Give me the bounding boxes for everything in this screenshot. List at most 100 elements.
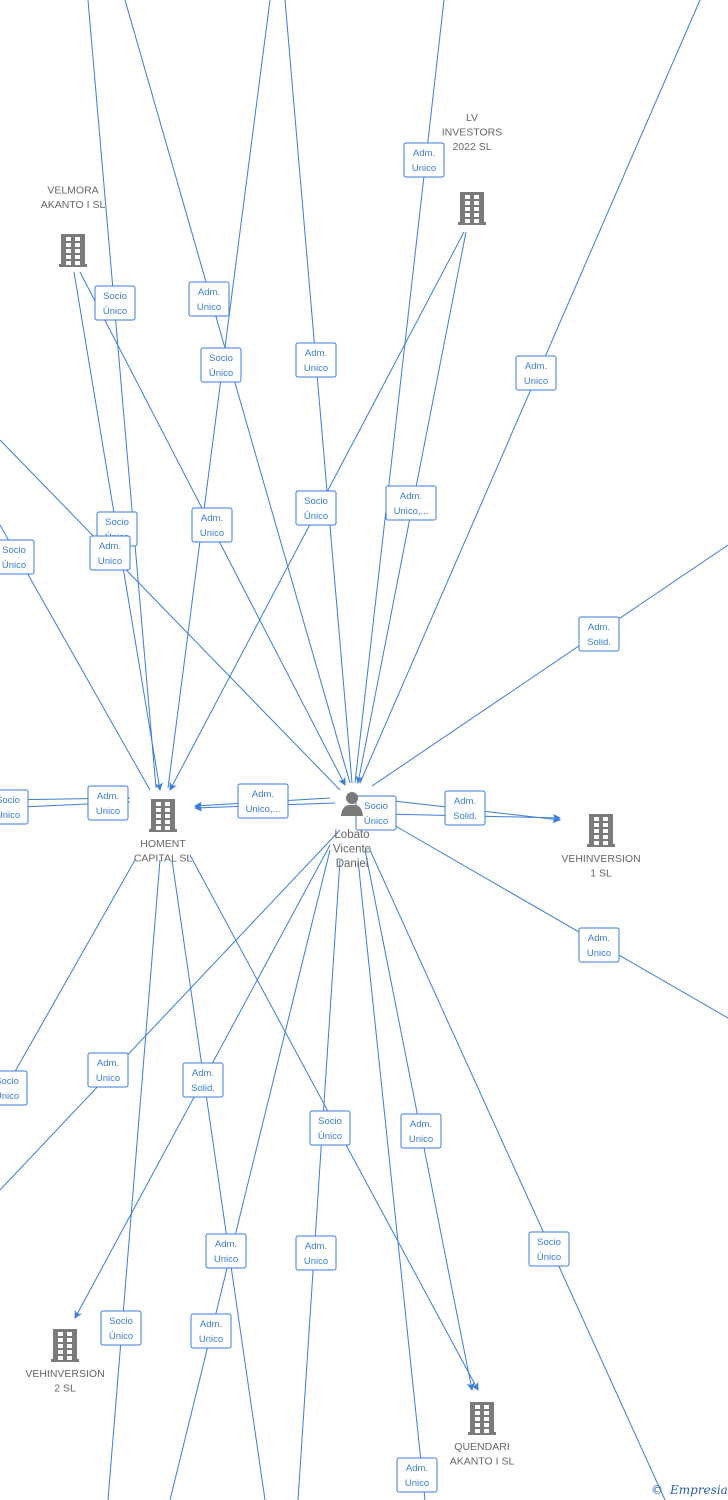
edge-label-text: Adm. — [201, 513, 223, 524]
edge-line — [171, 859, 266, 1500]
node-label: Lobato — [334, 829, 369, 841]
node-label: VEHINVERSION — [561, 853, 640, 865]
node-label: 1 SL — [590, 868, 612, 880]
edge-label-text: Socio — [304, 496, 328, 507]
edge-label-text: Socio — [318, 1116, 342, 1127]
edge-label-text: Adm. — [400, 491, 422, 502]
edge-label[interactable]: Adm.Unico,... — [237, 783, 289, 819]
edge-label-text: Socio — [105, 517, 129, 528]
edge-label[interactable]: Adm.Unico — [515, 355, 557, 391]
edge-label[interactable]: Adm.Unico — [87, 1052, 129, 1088]
edge-label-text: Adm. — [200, 1319, 222, 1330]
edge-labels-layer: Adm.UnicoSocioÚnicoAdm.UnicoSocioÚnicoAd… — [0, 142, 620, 1493]
edge-label-text: Unico,... — [246, 804, 281, 815]
edge-label-text: Único — [0, 1091, 19, 1102]
edge-line — [0, 859, 136, 1099]
edge-label[interactable]: Adm. Solid. — [444, 790, 486, 826]
edge-label[interactable]: Adm.Solid. — [578, 616, 620, 652]
edge-label-text: Único — [304, 511, 328, 522]
edge-label[interactable]: Adm.Unico — [400, 1113, 442, 1149]
edge-label-text: Socio — [537, 1237, 561, 1248]
edge-line — [371, 544, 728, 787]
edge-label-text: Adm. — [305, 348, 327, 359]
edge-line — [284, 0, 353, 784]
edge-label-text: Adm. — [588, 933, 610, 944]
edge-line — [0, 829, 341, 1191]
company-node-velmora[interactable]: VELMORA AKANTO I SL — [41, 185, 106, 268]
edge-label-text: Adm. — [198, 287, 220, 298]
edge-label-text: Adm. — [413, 148, 435, 159]
edge-label-text: Solid. — [453, 811, 477, 822]
node-label: HOMENT — [140, 838, 186, 850]
edge-label[interactable]: Adm.Solid. — [182, 1062, 224, 1098]
edge-label[interactable]: Adm.Unico — [396, 1457, 438, 1493]
edge-label-text: Único — [103, 306, 127, 317]
edge-label-text: Unico — [214, 1254, 238, 1265]
node-label: AKANTO I SL — [41, 199, 106, 211]
edge-label[interactable]: Adm.Unico — [87, 785, 129, 821]
edge-line — [0, 439, 341, 791]
edge-label-text: Unico — [405, 1478, 429, 1489]
edge-label-text: Solid. — [587, 637, 611, 648]
edge-label[interactable]: Adm. Unico — [191, 507, 233, 543]
edge-label[interactable]: Adm. Unico — [190, 1313, 232, 1349]
building-icon — [149, 799, 177, 832]
edge-label[interactable]: Adm. Unico — [188, 281, 230, 317]
edge-label-text: Único — [537, 1252, 561, 1263]
edge-line — [384, 819, 728, 1019]
edge-label-text: Unico — [197, 302, 221, 313]
edge-label-text: Único — [2, 560, 26, 571]
building-icon — [587, 814, 615, 847]
brand-name: Empresia — [669, 1483, 728, 1497]
edge-label[interactable]: Adm.Unico — [89, 535, 131, 571]
node-label: VELMORA — [47, 185, 98, 197]
company-node-vehinv1[interactable]: VEHINVERSION 1 SL — [561, 814, 641, 880]
edge-label-text: Adm. — [192, 1068, 214, 1079]
building-icon — [458, 192, 486, 225]
node-label: AKANTO I SL — [450, 1456, 515, 1468]
edge-label[interactable]: Adm. Unico — [403, 142, 445, 178]
edge-label[interactable]: Adm. Unico — [295, 342, 337, 378]
edge-line — [169, 849, 331, 1500]
edge-label-text: Socio — [364, 801, 388, 812]
edge-label[interactable]: Adm. Unico,... — [385, 485, 437, 521]
edge-label-text: Unico — [304, 363, 328, 374]
edge-label-text: Adm. — [305, 1241, 327, 1252]
edge-label-text: Adm. — [454, 796, 476, 807]
edge-label[interactable]: Adm.Unico — [295, 1235, 337, 1271]
edge-label-text: Unico — [412, 163, 436, 174]
edge-label-text: Socio — [2, 545, 26, 556]
edge-label-text: Único — [109, 1331, 133, 1342]
edge-label-text: Unico — [199, 1334, 223, 1345]
empresia-logo: ©Empresia — [651, 1483, 728, 1497]
edge-label[interactable]: Adm.Unico — [578, 927, 620, 963]
edge-label-text: Unico — [200, 528, 224, 539]
company-node-quendari[interactable]: QUENDARI AKANTO I SL — [450, 1402, 515, 1468]
edge-label-text: Unico — [524, 376, 548, 387]
edge-line — [87, 0, 157, 789]
edge-label[interactable]: Adm.Unico — [205, 1233, 247, 1269]
edge-line — [297, 859, 341, 1500]
edge-label-text: Unico,... — [394, 506, 429, 517]
person-icon — [341, 792, 363, 816]
edge-line — [357, 859, 426, 1500]
building-icon — [51, 1329, 79, 1362]
edge-label-text: Adm. — [97, 791, 119, 802]
node-label: QUENDARI — [454, 1441, 509, 1453]
